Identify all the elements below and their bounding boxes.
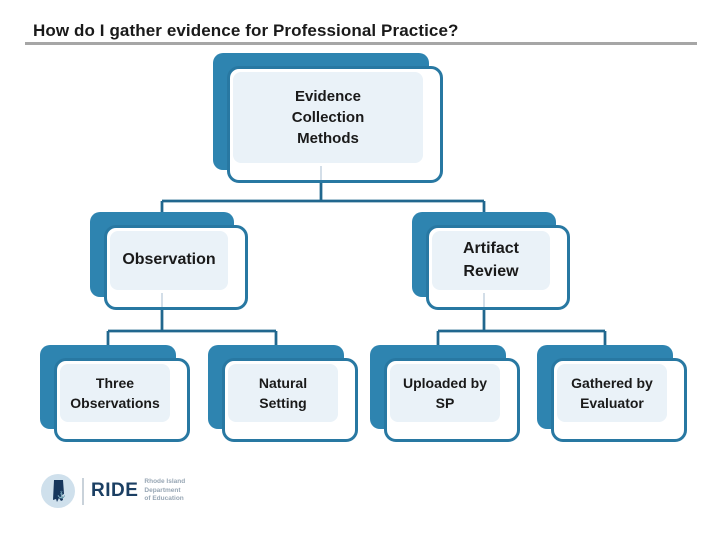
node-card: Uploaded by SP (384, 358, 520, 442)
logo-divider (82, 477, 84, 505)
node-label: Observation (110, 231, 228, 290)
anchor-icon: ⚓ (57, 492, 66, 499)
node-three-observations: Three Observations (40, 345, 190, 442)
node-label: Artifact Review (432, 231, 550, 290)
slide-title: How do I gather evidence for Professiona… (33, 21, 459, 40)
node-card: Gathered by Evaluator (551, 358, 687, 442)
node-gathered-by-evaluator: Gathered by Evaluator (537, 345, 687, 442)
node-label: Gathered by Evaluator (557, 364, 667, 422)
node-label: Uploaded by SP (390, 364, 500, 422)
node-card: Artifact Review (426, 225, 570, 310)
ride-logo-circle: ⚓ (41, 474, 75, 508)
node-label: Natural Setting (228, 364, 338, 422)
title-underline (25, 42, 697, 45)
node-evidence-collection-methods: Evidence Collection Methods (213, 53, 443, 183)
node-uploaded-by-sp: Uploaded by SP (370, 345, 520, 442)
ghost-connector (483, 293, 485, 307)
node-card: Observation (104, 225, 248, 310)
node-card: Natural Setting (222, 358, 358, 442)
ghost-connector (320, 166, 322, 180)
ride-logo: ⚓ RIDE Rhode Island Department of Educat… (41, 473, 185, 509)
node-natural-setting: Natural Setting (208, 345, 358, 442)
node-artifact-review: Artifact Review (412, 212, 570, 310)
ghost-connector (161, 293, 163, 307)
node-card: Three Observations (54, 358, 190, 442)
node-label: Three Observations (60, 364, 170, 422)
logo-org-name: Rhode Island Department of Education (144, 477, 186, 503)
node-observation: Observation (90, 212, 248, 310)
rhode-island-shape-icon (53, 480, 64, 502)
logo-acronym: RIDE (91, 480, 139, 501)
node-label: Evidence Collection Methods (233, 72, 423, 163)
node-card: Evidence Collection Methods (227, 66, 443, 183)
